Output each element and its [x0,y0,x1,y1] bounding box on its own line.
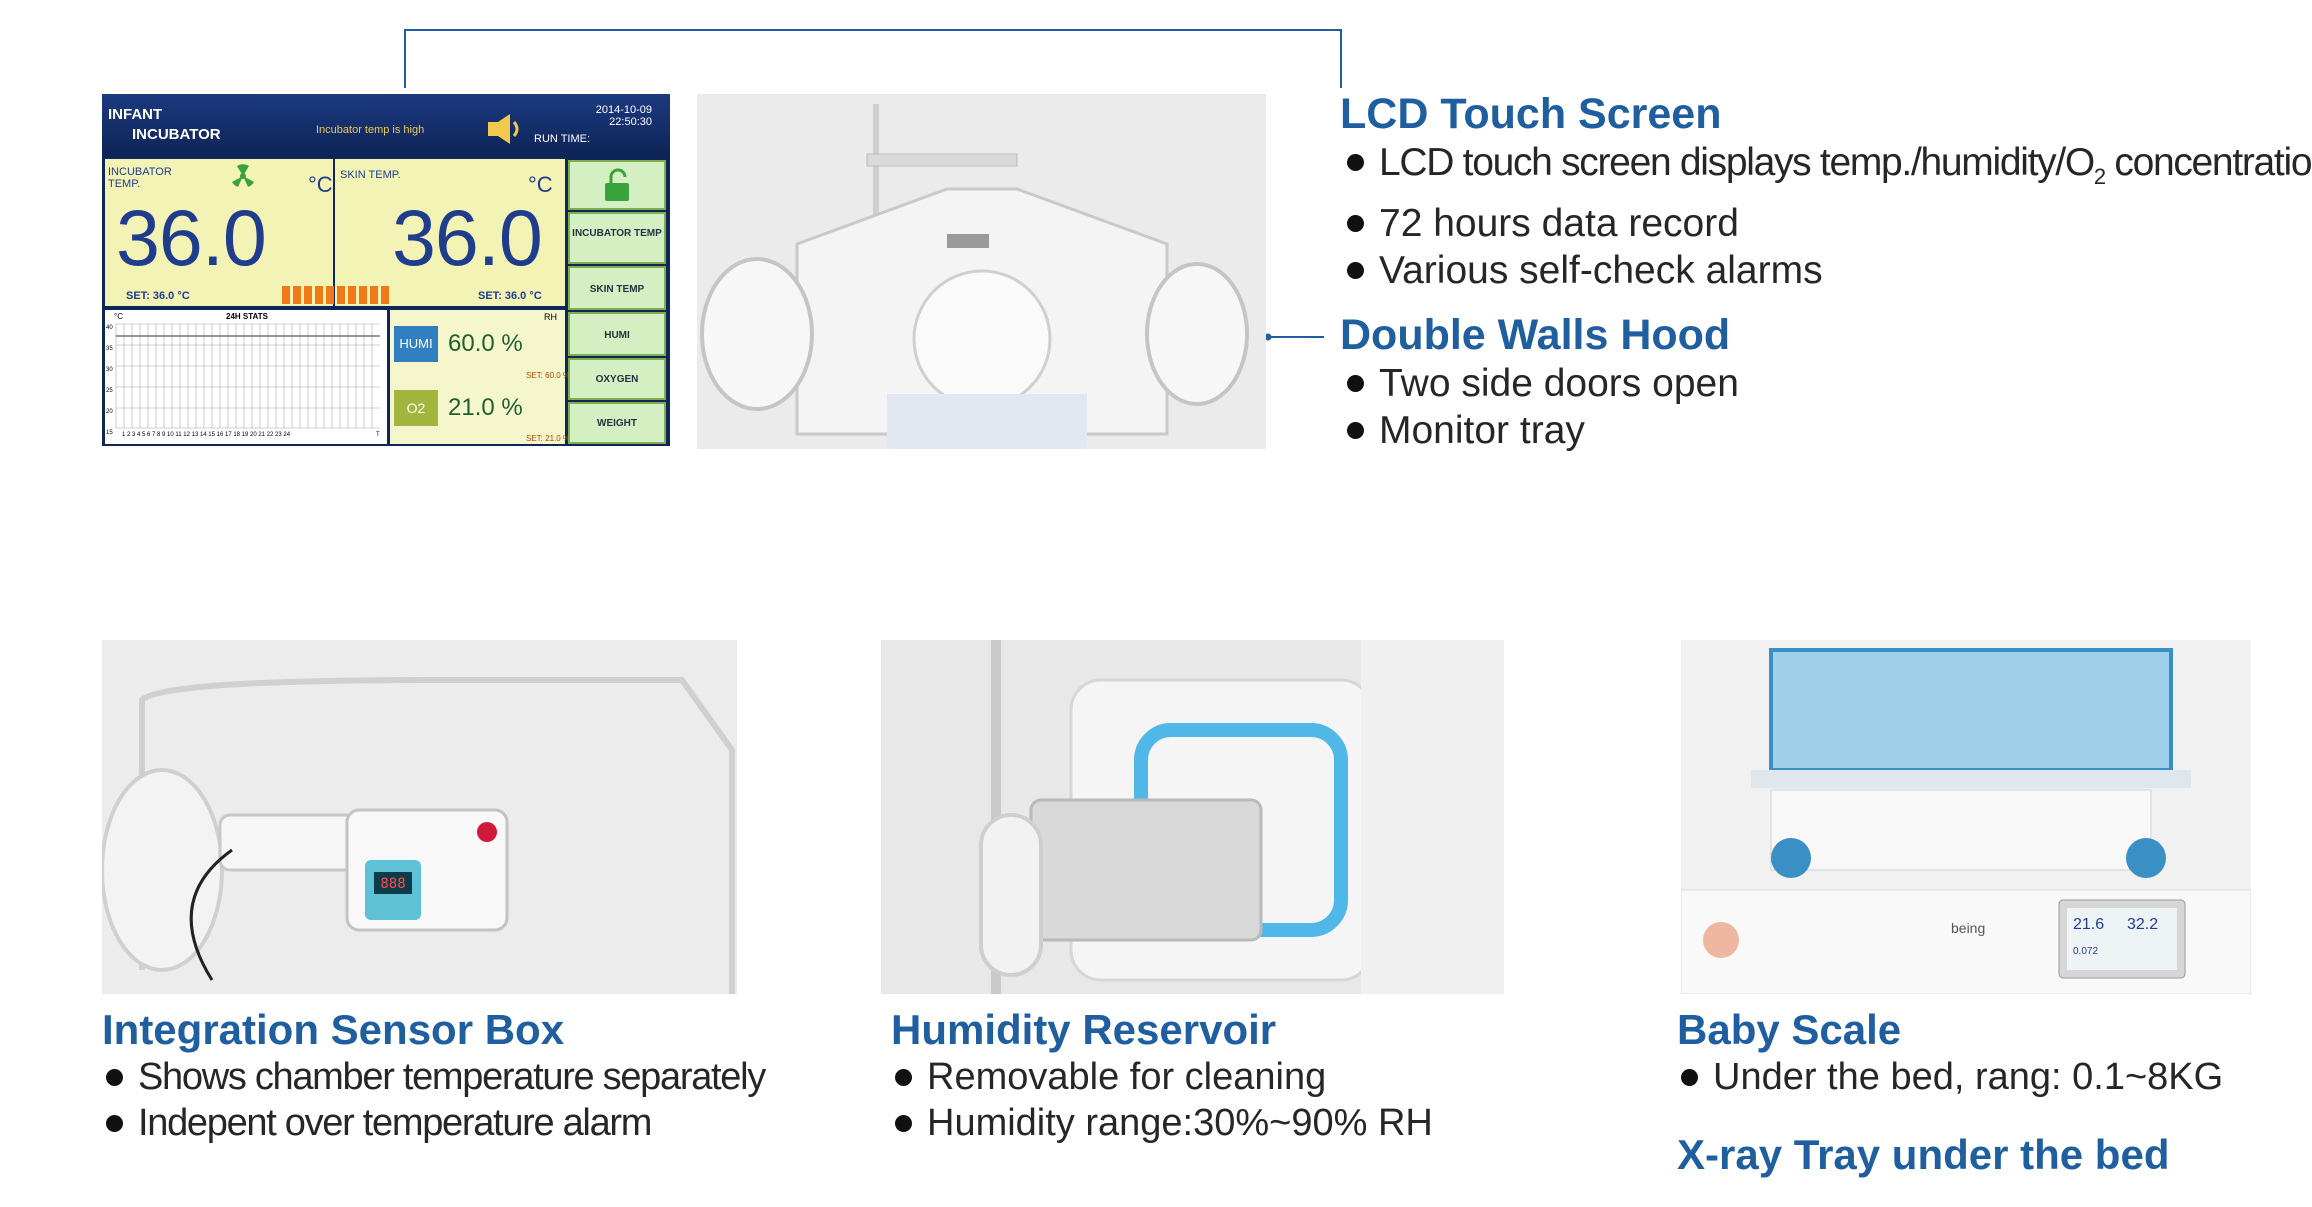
chart-ytick: 25 [106,388,113,394]
humi-value: 60.0 % [448,330,523,357]
chart-unit: °C [114,312,123,321]
humidity-feature-title: Humidity Reservoir [891,1006,1277,1053]
lcd-alert-text: Incubator temp is high [316,124,425,136]
chart-ytick: 15 [106,430,113,436]
hood-feature-bullet: Two side doors open [1345,360,1739,407]
baby-scale-photo: being 21.6 32.2 0.072 [1681,640,2251,994]
skin-temp-value: 36.0 [392,193,543,282]
stats-chart [115,323,380,429]
hood-feature-bullet: Monitor tray [1345,407,1739,454]
scale-brand: being [1951,920,1986,936]
baby-scale-image [1681,648,2251,994]
humidity-feature-bullet: Removable for cleaning [893,1054,1433,1100]
lcd-runtime-label: RUN TIME: [534,133,591,145]
hood-feature-title: Double Walls Hood [1340,311,1731,359]
o2-value: 21.0 % [448,394,523,421]
lock-button[interactable] [568,160,666,210]
lcd-time: 22:50:30 [609,116,652,128]
lcd-feature-list: LCD touch screen displays temp./humidity… [1345,139,2312,294]
incubator-temp-value: 36.0 [116,193,267,282]
sensor-feature-list: Shows chamber temperature separately Ind… [104,1054,766,1146]
sensor-box-image [102,677,735,994]
skin-unit: °C [528,172,553,197]
radiation-icon [232,164,254,187]
lcd-logo-line2: INCUBATOR [132,126,221,143]
sensor-display: 888 [380,876,406,892]
chart-xticks: 1 2 3 4 5 6 7 8 9 10 11 12 13 14 15 16 1… [122,432,291,438]
lcd-feature-title: LCD Touch Screen [1340,90,1722,138]
weight-button[interactable]: WEIGHT [568,402,666,444]
humidity-feature-bullet: Humidity range:30%~90% RH [893,1100,1433,1146]
incubator-temp-panel[interactable] [105,159,333,306]
skin-temp-label: SKIN TEMP. [340,169,401,181]
oxygen-button[interactable]: OXYGEN [568,358,666,400]
lcd-screen-image: INFANT INCUBATOR Incubator temp is high … [102,94,670,446]
incubator-temp-label: INCUBATOR TEMP. [108,166,172,190]
humi-label: HUMI [394,326,438,362]
humidity-feature-list: Removable for cleaning Humidity range:30… [893,1054,1433,1146]
chart-ytick: 20 [106,409,113,415]
sensor-box-photo: 888 [102,640,737,994]
skin-temp-panel[interactable] [335,159,565,306]
sensor-feature-title: Integration Sensor Box [102,1006,565,1053]
chart-title: 24H STATS [226,312,268,321]
scale-screen-value: 0.072 [2073,946,2099,957]
hood-feature-list: Two side doors open Monitor tray [1345,360,1739,454]
chart-ytick: 40 [106,325,113,331]
incubator-set: SET: 36.0 °C [126,290,190,302]
humidity-reservoir-photo [881,640,1504,994]
humi-button[interactable]: HUMI [568,312,666,356]
chart-ytick: 35 [106,346,113,352]
scale-feature-list: Under the bed, rang: 0.1~8KG [1679,1054,2223,1100]
rh-label: RH [544,312,557,322]
incubator-temp-button[interactable]: INCUBATOR TEMP [568,212,666,264]
level-bar [282,286,389,304]
incubator-unit: °C [308,172,333,197]
xray-feature-title: X-ray Tray under the bed [1677,1131,2170,1178]
scale-feature-bullet: Under the bed, rang: 0.1~8KG [1679,1054,2223,1100]
humidity-reservoir-image [979,640,1504,994]
humi-set: SET: 60.0 % [526,371,571,380]
skin-set: SET: 36.0 °C [478,290,542,302]
o2-label: O2 [394,390,438,426]
speaker-icon [488,114,519,144]
lcd-feature-bullet: 72 hours data record [1345,200,2312,247]
chart-ytick: 30 [106,367,113,373]
scale-screen-value: 21.6 [2073,916,2105,933]
lcd-logo-line1: INFANT [108,106,163,123]
lcd-feature-bullet: LCD touch screen displays temp./humidity… [1345,139,2312,200]
sensor-feature-bullet: Shows chamber temperature separately [104,1054,766,1100]
scale-screen-value: 32.2 [2127,916,2159,933]
lcd-date: 2014-10-09 [595,104,652,116]
sensor-feature-bullet: Indepent over temperature alarm [104,1100,765,1146]
chart-xunit: T [376,432,380,438]
lcd-header [102,94,670,157]
lock-icon [605,168,629,201]
hood-photo [697,94,1266,449]
o2-set: SET: 21.0 % [526,434,571,443]
skin-temp-button[interactable]: SKIN TEMP [568,266,666,310]
incubator-hood-image [700,104,1249,449]
scale-feature-title: Baby Scale [1677,1006,1902,1053]
lcd-feature-bullet: Various self-check alarms [1345,247,2312,294]
